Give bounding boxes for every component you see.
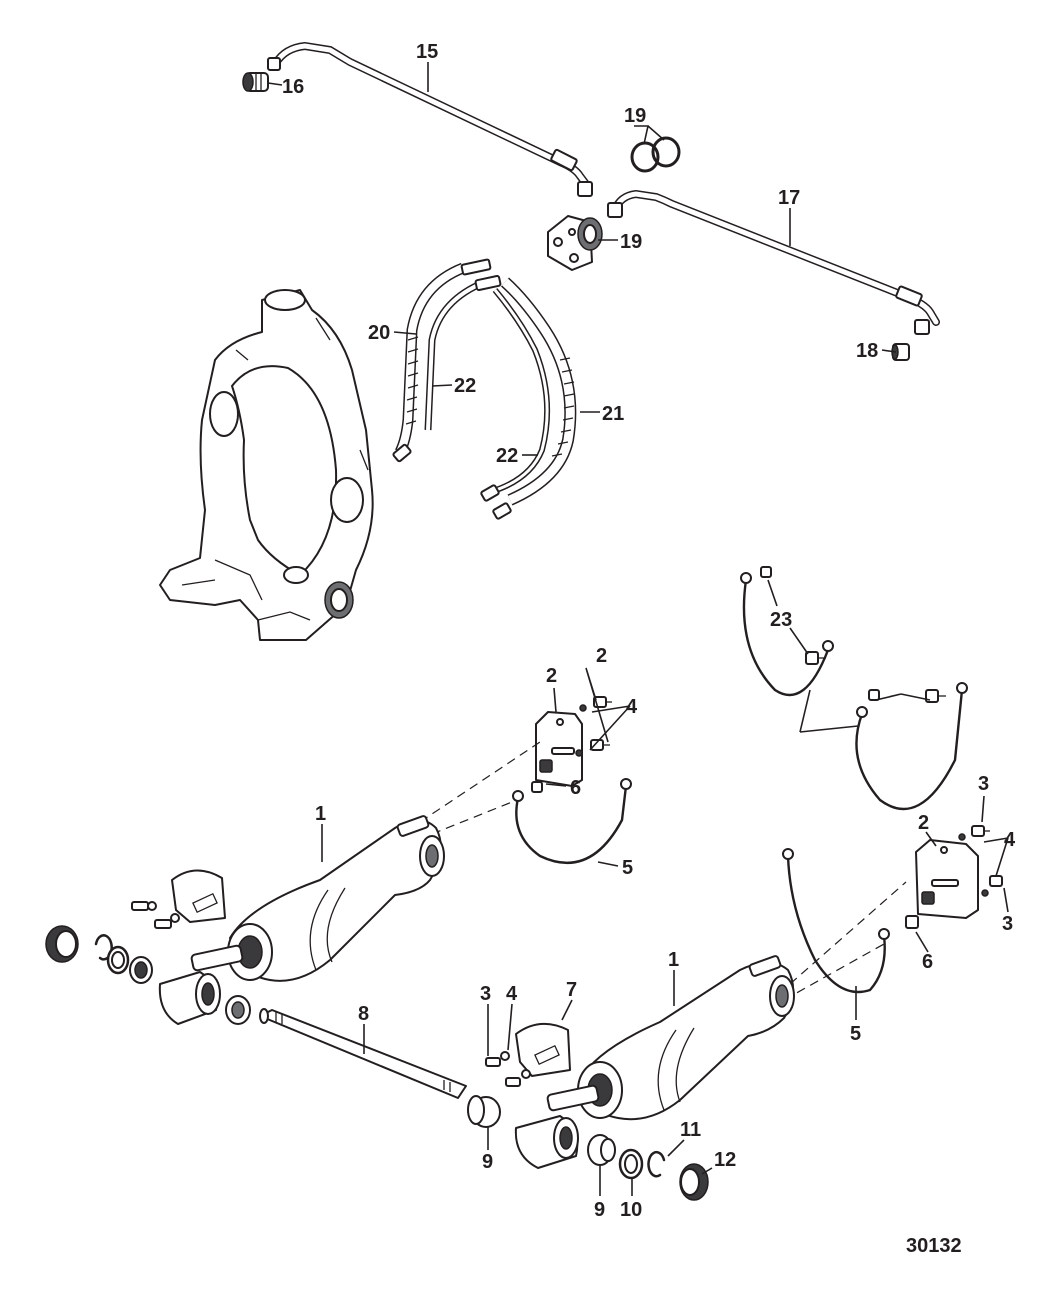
callout-5-lower: 5 — [850, 1023, 861, 1045]
callout-6-upper: 6 — [570, 777, 581, 799]
fitting-14 — [242, 72, 269, 92]
end-cap-12-left — [45, 925, 79, 963]
sleeve-left — [158, 971, 221, 1025]
sleeve-right — [514, 1115, 579, 1169]
leader-lines — [267, 62, 1009, 1196]
callout-18: 19 — [624, 105, 646, 127]
trim-cylinder-1-upper — [190, 815, 445, 982]
callout-10: 10 — [620, 1199, 642, 1221]
ground-wire-23-upper — [740, 572, 834, 697]
callout-5-upper: 5 — [622, 857, 633, 879]
shaft-8 — [259, 1008, 467, 1099]
callout-15: 17 — [778, 187, 800, 209]
alignment-lines — [419, 741, 907, 1001]
ground-wire-23-lower — [855, 682, 968, 811]
washer-10-left — [106, 945, 130, 975]
callout-4-lower: 4 — [506, 983, 518, 1005]
callout-13: 15 — [416, 41, 438, 63]
callout-19-right: 21 — [602, 403, 624, 425]
callout-1-lower: 1 — [668, 949, 679, 971]
trim-cylinder-1-lower — [546, 955, 795, 1121]
callout-12: 12 — [714, 1149, 736, 1171]
callout-16: 18 — [856, 340, 878, 362]
hydraulic-hoses-19-20-21 — [392, 258, 577, 520]
callout-20: 22 — [496, 445, 518, 467]
callout-3-upper: 2 — [596, 645, 607, 667]
figure-number: 30132 — [906, 1235, 962, 1257]
callout-4-upper: 4 — [626, 696, 638, 718]
ground-wire-5-upper — [512, 778, 632, 865]
retaining-ring-11-left — [94, 934, 113, 961]
callout-labels: 15 16 19 17 19 18 20 22 21 22 23 2 2 4 6… — [282, 41, 1016, 1257]
callout-8: 8 — [358, 1003, 369, 1025]
sensor-plate-2-upper — [535, 696, 612, 787]
callout-9-right: 9 — [594, 1199, 605, 1221]
hydraulic-tube-15 — [607, 189, 940, 335]
callout-19-left: 20 — [368, 322, 390, 344]
callout-11: 11 — [680, 1119, 701, 1141]
callout-4-right: 4 — [1004, 829, 1016, 851]
callout-1-upper: 1 — [315, 803, 326, 825]
anode-7-upper — [131, 869, 226, 929]
callout-3-lower: 3 — [480, 983, 491, 1005]
sensor-plate-2-lower — [905, 825, 1003, 929]
callout-14: 16 — [282, 76, 304, 98]
manifold-fitting-17 — [547, 215, 603, 271]
callout-3-right-bottom: 3 — [1002, 913, 1013, 935]
hydraulic-tube-13 — [267, 41, 593, 197]
callout-2-upper: 2 — [546, 665, 557, 687]
callout-9-center: 9 — [482, 1151, 493, 1173]
callout-3-right-top: 3 — [978, 773, 989, 795]
bushing-left-inner — [225, 995, 251, 1025]
bushing-9-left — [129, 956, 153, 984]
bushing-9-right — [587, 1134, 616, 1166]
bushing-9-center — [467, 1095, 501, 1128]
callout-2-lower: 2 — [918, 812, 929, 834]
callout-21: 22 — [454, 375, 476, 397]
end-cap-12-right — [679, 1163, 709, 1201]
screws-22 — [760, 566, 946, 703]
callout-22-upper: 23 — [770, 609, 792, 631]
retaining-ring-11-right — [647, 1150, 666, 1178]
callout-7: 7 — [566, 979, 577, 1001]
anode-7-lower — [485, 1023, 571, 1087]
o-rings-18 — [630, 136, 681, 173]
callout-17: 19 — [620, 231, 642, 253]
washer-10-right — [618, 1148, 644, 1180]
callout-6-lower: 6 — [922, 951, 933, 973]
ground-wire-5-lower — [782, 848, 890, 994]
gimbal-housing — [159, 289, 374, 641]
